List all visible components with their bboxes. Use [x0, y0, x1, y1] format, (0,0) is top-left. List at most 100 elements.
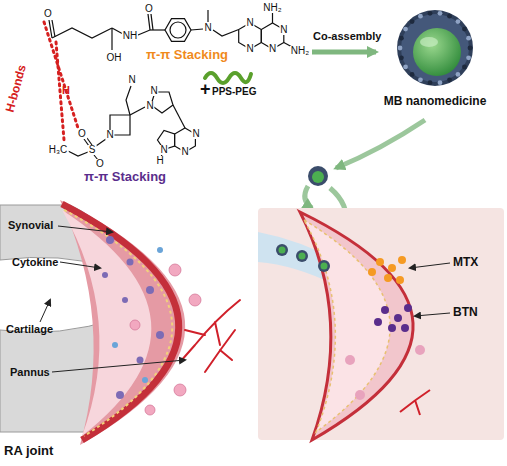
atom-label: N — [105, 130, 114, 140]
atom-label: N — [145, 101, 154, 111]
treated-joint-illustration-part-part — [374, 318, 382, 326]
ra-joint-illustration-part-part — [189, 294, 201, 306]
nanoparticle-part — [447, 14, 452, 19]
coassembly-arrow — [312, 50, 376, 55]
ra-joint-illustration-part-part — [146, 286, 154, 294]
nanoparticle-part — [401, 14, 469, 82]
treated-joint-illustration-part-part — [296, 250, 308, 262]
nanoparticle-part — [413, 28, 461, 76]
nanoparticle-part — [462, 27, 467, 32]
atom-label: N — [191, 129, 200, 139]
ra-joint-illustration-part — [40, 226, 185, 372]
treated-joint-illustration-part-part — [381, 306, 389, 314]
btn-structure-part — [130, 107, 145, 115]
treated-joint-illustration-part-part — [299, 253, 306, 260]
treated-joint-illustration-part-part — [388, 324, 396, 332]
part-label: Cytokine — [12, 256, 58, 268]
mtx-structure-part — [52, 28, 112, 38]
ra-joint-illustration-part — [60, 200, 185, 445]
mtx-structure-part — [138, 30, 150, 35]
ra-joint-illustration-part-part — [142, 377, 148, 383]
mtx-structure-part — [207, 10, 208, 22]
mtx-structure-part — [150, 29, 165, 30]
atom-label: N — [245, 18, 254, 28]
btn-structure-part — [68, 151, 88, 156]
treated-joint-illustration-part — [300, 212, 413, 440]
panel-label: RA joint — [4, 444, 53, 458]
nanoparticle-shape — [378, 6, 492, 92]
treated-joint-illustration-part — [410, 263, 450, 316]
nanoparticle-part — [403, 65, 408, 70]
plus-sign: + — [200, 80, 211, 100]
ra-joint-illustration-part — [102, 236, 164, 399]
nanoparticle-part — [468, 46, 473, 51]
treated-joint-illustration-part-part — [404, 304, 412, 312]
mtx-structure-part — [170, 22, 186, 38]
atom-label: O — [77, 129, 87, 139]
ra-joint-illustration-part-part — [112, 342, 118, 348]
ra-joint-illustration-part-part — [156, 331, 164, 339]
atom-label: NH₂ — [290, 46, 310, 56]
treated-joint-illustration-part-part — [355, 390, 365, 400]
delivery-arrows-part — [305, 186, 312, 208]
nanoparticle-part — [410, 72, 415, 77]
nanoparticle-part — [428, 80, 433, 85]
ra-joint-illustration — [0, 200, 240, 445]
treated-joint-illustration-part-part — [398, 256, 406, 264]
nanoparticle-part — [398, 46, 403, 51]
nanoparticle-part — [466, 36, 471, 41]
node-title: MB nanomedicine — [378, 94, 492, 108]
ra-joint-illustration-part-part — [127, 259, 134, 266]
mtx-structure-part — [165, 19, 191, 42]
atom-label: S — [88, 145, 97, 155]
ra-joint-illustration-part-part — [60, 262, 100, 268]
ra-joint-illustration-part-part — [116, 391, 124, 399]
ra-joint-illustration-part-part — [106, 236, 114, 244]
treated-joint-illustration-part-part — [394, 314, 402, 322]
part-label: Pannus — [10, 366, 50, 378]
ra-joint-illustration-part — [180, 300, 240, 372]
ra-joint-illustration-part-part — [180, 300, 240, 362]
atom-label: N — [203, 23, 212, 33]
polymer-label: PPS-PEG — [212, 86, 256, 97]
atom-label: NH — [122, 31, 138, 41]
interaction-label: π-π Stacking — [84, 170, 166, 184]
treated-joint-illustration-part-part — [318, 260, 330, 272]
btn-structure — [68, 86, 195, 160]
treated-joint-illustration-part-part — [410, 263, 450, 268]
nanoparticle-part — [399, 36, 404, 41]
treated-joint-illustration-part — [345, 345, 425, 400]
ra-joint-illustration-part-part — [40, 300, 50, 322]
delivery-arrows-part — [336, 120, 425, 168]
atom-label: N — [180, 147, 189, 157]
nanoparticle-part — [438, 11, 443, 16]
treated-joint-illustration-part — [258, 208, 504, 440]
nanoparticle-part — [420, 37, 438, 47]
atom-label: O — [95, 159, 105, 169]
nanoparticle-part — [466, 55, 471, 60]
nanoparticle-part — [418, 77, 423, 82]
mtx-structure-part — [191, 29, 203, 30]
treated-joint-illustration-part — [304, 220, 390, 432]
btn-structure-part — [96, 139, 106, 146]
ra-joint-illustration-part — [130, 264, 201, 415]
ra-joint-illustration-part-part — [174, 384, 186, 396]
nanoparticle-part — [418, 14, 423, 19]
nanoparticle-part — [403, 27, 408, 32]
mtx-structure-part — [52, 20, 55, 37]
btn-structure-part — [126, 86, 131, 115]
treated-joint-illustration-part-part — [401, 324, 409, 332]
nanoparticle-part — [438, 80, 443, 85]
mtx-structure-part — [111, 28, 112, 50]
atom-label: NH₂ — [262, 3, 282, 13]
treated-joint-illustration-part — [374, 304, 412, 332]
ra-joint-illustration-part — [62, 210, 151, 436]
nanoparticle-part — [456, 19, 461, 24]
btn-structure-part — [173, 105, 185, 128]
treated-joint-illustration-part-part — [376, 258, 384, 266]
atom-label: N — [159, 145, 168, 155]
treated-joint-illustration-part — [368, 256, 406, 284]
ra-joint-illustration-part-part — [58, 226, 112, 232]
ra-joint-illustration-part-part — [169, 264, 181, 276]
ra-joint-illustration-part-part — [137, 357, 144, 364]
